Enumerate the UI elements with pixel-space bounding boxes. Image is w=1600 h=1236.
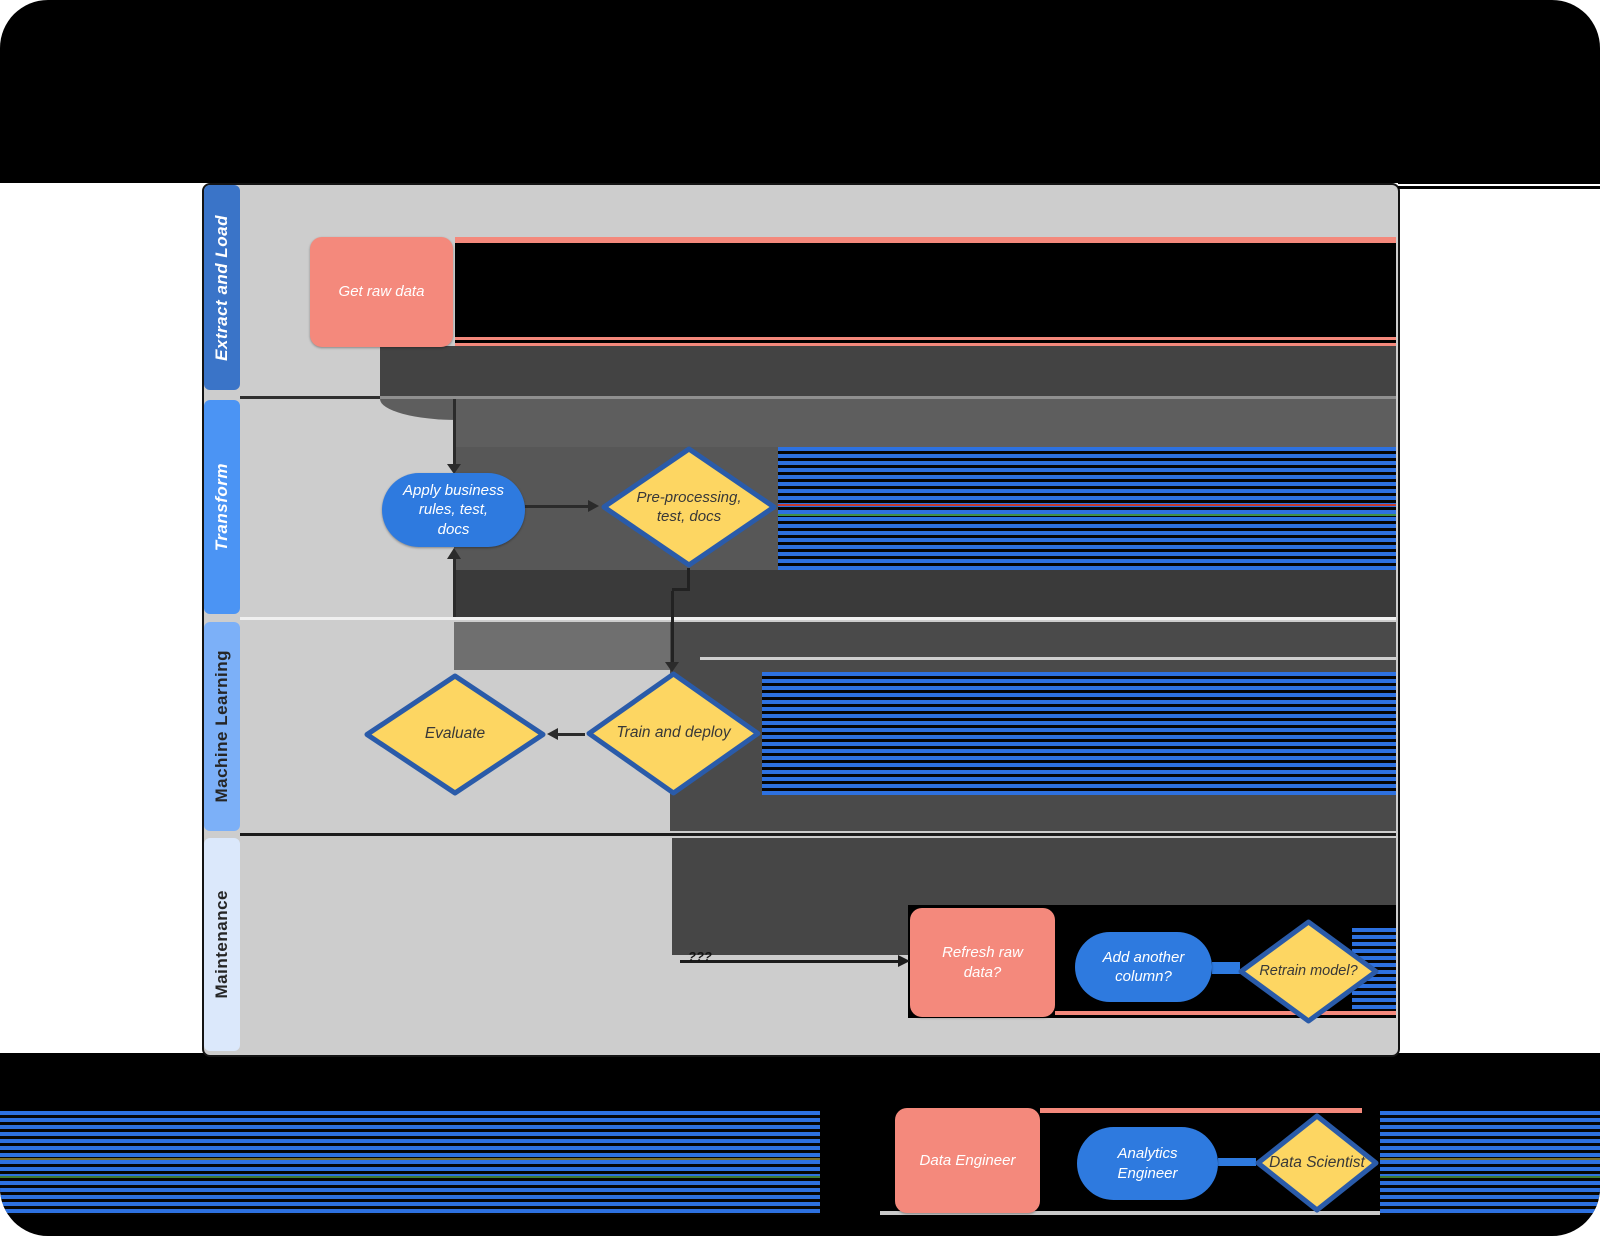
connector-getraw-to-applyrules	[453, 399, 456, 464]
lane-boundary-1b	[380, 396, 1396, 399]
lane-header-extract-and-load[interactable]: Extract and Load	[204, 185, 240, 390]
lane3-stripe-artifact	[762, 672, 1396, 795]
connector-preprocessing-horiz-seg	[672, 588, 690, 591]
node-retrain-model[interactable]	[1237, 918, 1380, 1025]
node-refresh-raw-data[interactable]: Refresh raw data?	[910, 908, 1055, 1017]
legend-data-engineer[interactable]: Data Engineer	[895, 1108, 1040, 1213]
lane-header-maintenance[interactable]: Maintenance	[204, 838, 240, 1051]
green-line-artifact	[0, 1176, 1600, 1178]
olive-line-artifact	[0, 1158, 1600, 1160]
node-get-raw-data-label: Get raw data	[338, 283, 425, 301]
arrowhead-down-train	[665, 662, 679, 672]
node-train-and-deploy[interactable]	[585, 670, 762, 797]
bottom-black-band: Data Engineer Analytics Engineer Data Sc…	[0, 1053, 1600, 1236]
lane3-gray-line-artifact	[700, 657, 1396, 660]
legend-gray-edge-line	[880, 1211, 1380, 1215]
lane2-stripe-artifact	[778, 447, 1396, 570]
lane-header-transform[interactable]: Transform	[204, 400, 240, 614]
lane-boundary-1	[240, 396, 380, 399]
connector-applyrules-to-preprocessing	[525, 505, 588, 508]
legend-data-scientist-label: Data Scientist	[1269, 1153, 1365, 1171]
lane-header-machine-learning[interactable]: Machine Learning	[204, 622, 240, 831]
connector-question-label: ???	[688, 949, 712, 964]
legend-connector-artifact	[1218, 1158, 1256, 1166]
lane-label-extract-and-load: Extract and Load	[212, 214, 231, 361]
node-refresh-raw-data-label: Refresh raw data?	[942, 944, 1023, 981]
legend-analytics-engineer-label: Analytics Engineer	[1117, 1145, 1178, 1182]
arrowhead-left-evaluate	[547, 728, 558, 740]
lane1-salmon-top-line	[455, 237, 1396, 243]
lane4-salmon-line	[1055, 1011, 1396, 1015]
lane3-medium-block	[454, 622, 670, 670]
node-add-another-column[interactable]: Add another column?	[1075, 932, 1212, 1002]
lane2-upper-dark	[454, 399, 1396, 447]
node-preprocessing-label: Pre-processing, test, docs	[636, 488, 742, 526]
lane2-green-line-artifact	[778, 514, 1396, 516]
lane-boundary-3	[240, 833, 1396, 836]
lane4-blue-connector-artifact	[1212, 962, 1240, 974]
lane-label-maintenance: Maintenance	[212, 890, 231, 999]
node-preprocessing[interactable]	[600, 445, 778, 569]
legend-analytics-engineer[interactable]: Analytics Engineer	[1077, 1127, 1218, 1200]
node-add-another-column-label: Add another column?	[1102, 948, 1185, 986]
legend-salmon-edge-line	[1040, 1108, 1362, 1113]
connector-evaluate-to-applyrules	[453, 559, 456, 617]
arrowhead-right-refresh	[898, 955, 910, 967]
connector-train-to-refresh	[680, 960, 900, 963]
arrowhead-up-applyrules	[447, 548, 461, 559]
top-black-band	[0, 0, 1600, 183]
connector-train-to-evaluate	[551, 733, 585, 736]
node-train-and-deploy-label: Train and deploy	[616, 724, 731, 742]
node-evaluate[interactable]	[363, 672, 547, 797]
lane2-lower-dark	[454, 570, 1396, 617]
border-extension-line-1	[1398, 181, 1600, 184]
border-extension-line-2	[1398, 186, 1600, 189]
lane2-red-line-artifact	[778, 504, 1396, 506]
lane4-dark-left	[672, 905, 910, 955]
lane1-salmon-bottom-line2	[455, 343, 1396, 346]
arrowhead-down-applyrules	[447, 464, 461, 474]
legend-data-scientist[interactable]	[1254, 1112, 1380, 1214]
lane1-black-row-artifact	[455, 237, 1396, 346]
lane-label-machine-learning: Machine Learning	[212, 650, 231, 803]
arrowhead-right-preprocessing	[588, 500, 599, 512]
lane1-salmon-bottom-line1	[455, 337, 1396, 340]
lane4-dark-top	[672, 838, 1396, 905]
node-evaluate-label: Evaluate	[424, 725, 486, 743]
connector-to-train-vert-seg	[671, 591, 674, 662]
lane-label-transform: Transform	[212, 462, 231, 552]
lane1-dark-band	[380, 346, 1396, 397]
node-retrain-model-label: Retrain model?	[1259, 963, 1358, 980]
node-get-raw-data[interactable]: Get raw data	[310, 237, 453, 347]
lane-boundary-2	[240, 617, 1396, 620]
connector-preprocessing-down-seg	[687, 568, 690, 591]
legend-data-engineer-label: Data Engineer	[919, 1151, 1016, 1169]
